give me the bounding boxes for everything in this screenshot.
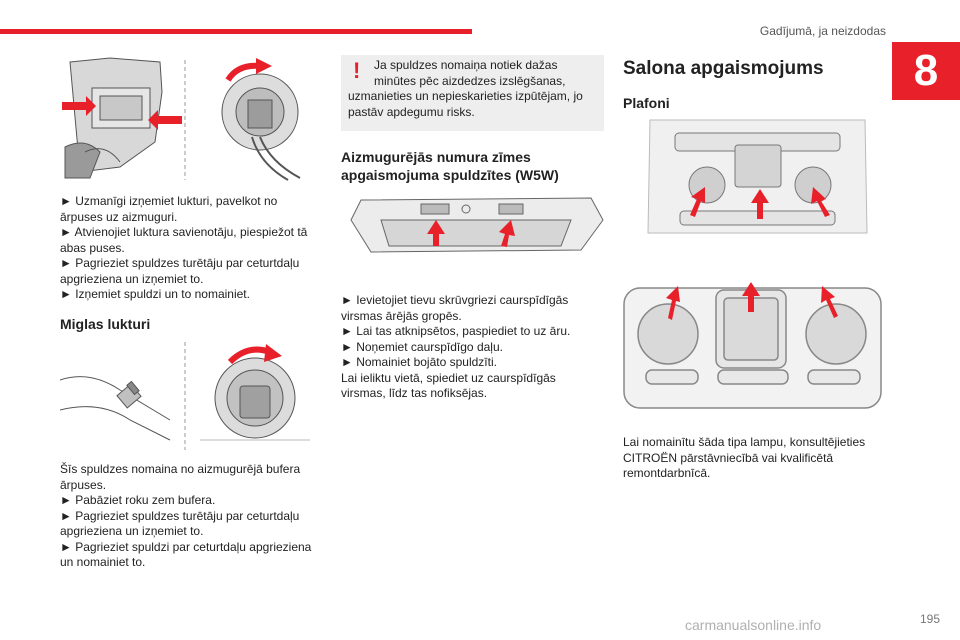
step-line: ► Izņemiet spuldzi un to nomainiet. <box>60 287 250 301</box>
step-line: ► Pabāziet roku zem bufera. <box>60 493 216 507</box>
step-line: ► Noņemiet caurspīdīgo daļu. <box>341 339 503 354</box>
step-line: ► Nomainiet bojāto spuldzīti. <box>341 355 497 369</box>
ceiling-lamp-note: Lai nomainītu šāda tipa lampu, konsultēj… <box>623 435 865 482</box>
ceiling-lamp-detail-illustration <box>623 282 882 409</box>
chapter-number-badge: 8 <box>892 42 960 100</box>
step-line: ārpuses. <box>60 477 107 492</box>
step-line: abas puses. <box>60 240 125 255</box>
note-line: CITROËN pārstāvniecībā vai kvalificētā <box>623 450 834 465</box>
note-line: Lai nomainītu šāda tipa lampu, konsultēj… <box>623 435 866 449</box>
warning-line: Ja spuldzes nomaiņa notiek dažas <box>374 58 558 72</box>
page-number: 195 <box>919 612 940 626</box>
lamp-removal-steps: ► Uzmanīgi izņemiet lukturi, pavelkot no… <box>60 194 307 303</box>
plate-light-heading-line: Aizmugurējās numura zīmes <box>341 149 531 165</box>
fog-lamps-heading: Miglas lukturi <box>60 316 151 332</box>
warning-line: pastāv apdegumu risks. <box>348 104 475 119</box>
warning-icon: ! <box>353 58 361 83</box>
step-line: Šīs spuldzes nomaina no aizmugurējā bufe… <box>60 462 301 476</box>
interior-lighting-heading: Salona apgaismojums <box>623 58 824 79</box>
plate-light-steps: ► Ievietojiet tievu skrūvgriezi caurspīd… <box>341 293 570 402</box>
step-line: apgrieziena un izņemiet to. <box>60 524 204 538</box>
warning-line: minūtes pēc aizdedzes izslēgšanas, <box>374 73 566 88</box>
plate-light-heading-line: apgaismojuma spuldzītes (W5W) <box>341 167 559 183</box>
plate-light-heading: Aizmugurējās numura zīmes apgaismojuma s… <box>341 148 559 184</box>
watermark: carmanualsonline.info <box>685 617 822 633</box>
step-line: virsmas, līdz tas nofiksējas. <box>341 386 488 400</box>
step-line: Lai ieliktu vietā, spiediet uz caurspīdī… <box>341 370 556 385</box>
fog-lamp-illustration <box>60 342 310 450</box>
header-accent-bar <box>0 29 472 34</box>
step-line: apgrieziena un izņemiet to. <box>60 271 204 286</box>
step-line: un nomainiet to. <box>60 555 146 569</box>
step-line: ► Uzmanīgi izņemiet lukturi, pavelkot no <box>60 194 278 208</box>
warning-text: Ja spuldzes nomaiņa notiek dažas minūtes… <box>341 58 583 120</box>
plate-light-illustration <box>350 197 604 253</box>
warning-box <box>341 55 604 131</box>
step-line: ārpuses uz aizmuguri. <box>60 209 178 224</box>
fog-lamp-steps: Šīs spuldzes nomaina no aizmugurējā bufe… <box>60 462 311 571</box>
step-line: ► Atvienojiet luktura savienotāju, piesp… <box>60 225 308 239</box>
warning-line: uzmanieties un nepieskarieties izpūtējam… <box>348 89 583 103</box>
note-line: remontdarbnīcā. <box>623 466 711 480</box>
step-line: ► Ievietojiet tievu skrūvgriezi caurspīd… <box>341 293 569 307</box>
ceiling-lamp-illustration <box>647 119 868 234</box>
step-line: ► Pagrieziet spuldzi par ceturtdaļu apgr… <box>60 539 312 554</box>
step-line: ► Pagrieziet spuldzes turētāju par cetur… <box>60 256 300 270</box>
rear-lamp-illustration <box>62 57 301 181</box>
step-line: virsmas ārējās gropēs. <box>341 308 462 323</box>
step-line: ► Pagrieziet spuldzes turētāju par cetur… <box>60 508 300 523</box>
chapter-title: Gadījumā, ja neizdodas <box>759 24 886 38</box>
step-line: ► Lai tas atknipsētos, paspiediet to uz … <box>341 324 571 338</box>
ceiling-lights-subheading: Plafoni <box>623 95 670 111</box>
